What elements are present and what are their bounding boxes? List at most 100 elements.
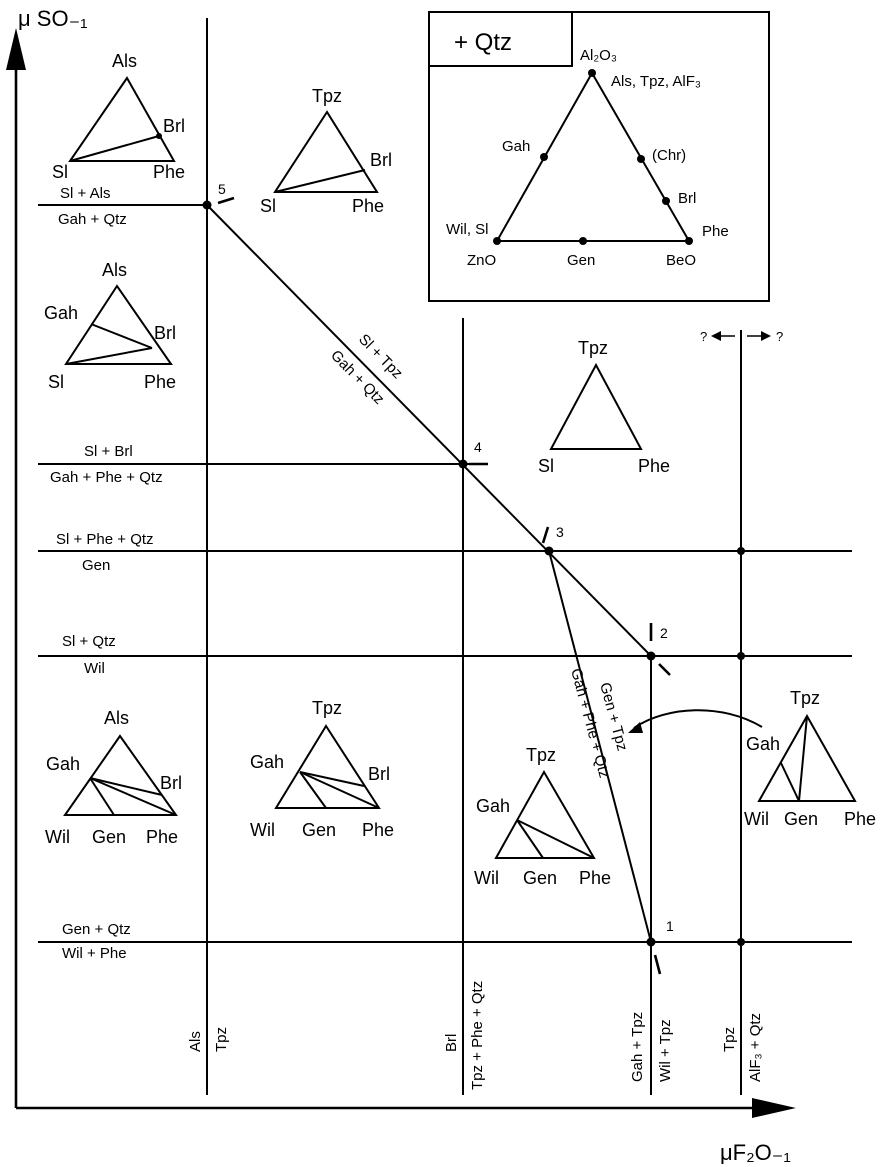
svg-text:Gen: Gen (302, 820, 336, 840)
boundary-diagonal-main (206, 204, 652, 657)
invariant-point-2 (646, 651, 656, 661)
y-axis-label: μ SO₋₁ (18, 6, 88, 31)
label-gen: Gen (82, 557, 110, 574)
label-v-alf3-qtz: AlF₃ + Qtz (747, 1013, 764, 1082)
label-v-tpz-1: Tpz (213, 1027, 230, 1052)
y-axis (6, 28, 26, 1108)
label-v-wil-tpz: Wil + Tpz (657, 1019, 674, 1082)
svg-text:Sl: Sl (48, 372, 64, 392)
curved-arrow (628, 709, 763, 733)
boundary-diagonal-steep (548, 550, 652, 943)
svg-text:Sl: Sl (52, 162, 68, 182)
label-sl-phe-qtz: Sl + Phe + Qtz (56, 531, 154, 548)
svg-text:Wil: Wil (744, 809, 769, 829)
svg-text:Tpz: Tpz (312, 698, 342, 718)
label-gah-qtz: Gah + Qtz (58, 211, 127, 228)
svg-text:Tpz: Tpz (526, 745, 556, 765)
invariant-point-3 (544, 546, 554, 556)
inset-gen: Gen (567, 252, 595, 269)
svg-text:Als: Als (112, 51, 137, 71)
label-wil: Wil (84, 660, 105, 677)
label-sl-als: Sl + Als (60, 185, 110, 202)
label-gah-phe-qtz: Gah + Phe + Qtz (50, 469, 163, 486)
x-axis-arrowhead (752, 1098, 796, 1118)
invariant-point-4 (458, 459, 468, 469)
label-v-tpz-2: Tpz (721, 1027, 738, 1052)
label-sl-qtz: Sl + Qtz (62, 633, 116, 650)
svg-text:Als: Als (104, 708, 129, 728)
x-axis (16, 1098, 796, 1118)
junction-dot (737, 652, 745, 660)
y-axis-arrowhead (6, 28, 26, 70)
point-label-1: 1 (666, 918, 674, 934)
inset-zno: ZnO (467, 252, 496, 269)
point-label-5: 5 (218, 181, 226, 197)
svg-text:Tpz: Tpz (790, 688, 820, 708)
inset-gah: Gah (502, 138, 530, 155)
compatibility-triangle-6: Tpz Gah Brl Wil Gen Phe (250, 698, 394, 840)
uncertainty-arrows: ? ? (700, 329, 783, 344)
svg-text:Gen: Gen (523, 868, 557, 888)
svg-text:Sl: Sl (538, 456, 554, 476)
label-v-tpz-phe-qtz: Tpz + Phe + Qtz (469, 981, 486, 1090)
svg-text:Sl: Sl (260, 196, 276, 216)
svg-text:Gah: Gah (476, 796, 510, 816)
inset-phe: Phe (702, 223, 729, 240)
compatibility-triangle-7: Tpz Gah Wil Gen Phe (474, 745, 611, 888)
junction-dot (737, 938, 745, 946)
label-gen-qtz: Gen + Qtz (62, 921, 131, 938)
label-v-als: Als (187, 1031, 204, 1052)
point-label-4: 4 (474, 439, 482, 455)
inset-apex: Al₂O₃ (580, 47, 617, 64)
svg-text:Brl: Brl (368, 764, 390, 784)
svg-text:Brl: Brl (160, 773, 182, 793)
svg-text:Brl: Brl (163, 116, 185, 136)
inset-chr: (Chr) (652, 147, 686, 164)
inset-wil-sl: Wil, Sl (446, 221, 489, 238)
svg-text:Gah: Gah (46, 754, 80, 774)
svg-text:Tpz: Tpz (578, 338, 608, 358)
svg-text:Gah: Gah (250, 752, 284, 772)
compatibility-triangle-4: Tpz Sl Phe (538, 338, 670, 476)
question-mark-right: ? (776, 329, 783, 344)
point-label-2: 2 (660, 625, 668, 641)
inset-apex-note: Als, Tpz, AlF₃ (611, 73, 701, 90)
svg-text:Gah: Gah (746, 734, 780, 754)
svg-text:Phe: Phe (362, 820, 394, 840)
svg-text:Wil: Wil (474, 868, 499, 888)
label-wil-phe: Wil + Phe (62, 945, 127, 962)
question-mark-left: ? (700, 329, 707, 344)
compatibility-triangle-3: Als Gah Brl Sl Phe (44, 260, 176, 392)
inset-beo: BeO (666, 252, 696, 269)
inset-brl: Brl (678, 190, 696, 207)
svg-text:Tpz: Tpz (312, 86, 342, 106)
svg-text:Wil: Wil (45, 827, 70, 847)
svg-text:Als: Als (102, 260, 127, 280)
compatibility-triangle-1: Als Brl Sl Phe (52, 51, 185, 182)
invariant-point-5 (202, 200, 212, 210)
svg-text:Phe: Phe (144, 372, 176, 392)
svg-text:Phe: Phe (844, 809, 876, 829)
svg-text:Wil: Wil (250, 820, 275, 840)
invariant-point-1 (646, 937, 656, 947)
svg-text:Phe: Phe (579, 868, 611, 888)
junction-dot (737, 547, 745, 555)
point-label-3: 3 (556, 524, 564, 540)
inset-qtz-panel: + Qtz Al₂O₃ Als, Tpz, AlF₃ Gah (Chr) Brl… (428, 11, 770, 302)
compatibility-triangle-5: Als Gah Brl Wil Gen Phe (45, 708, 182, 847)
svg-text:Phe: Phe (638, 456, 670, 476)
svg-text:Brl: Brl (154, 323, 176, 343)
x-axis-label: μF₂O₋₁ (720, 1140, 791, 1165)
svg-text:Gen: Gen (784, 809, 818, 829)
svg-text:Gah: Gah (44, 303, 78, 323)
compatibility-triangle-8: Tpz Gah Wil Gen Phe (744, 688, 876, 829)
svg-text:Phe: Phe (352, 196, 384, 216)
inset-title: + Qtz (454, 29, 512, 56)
label-v-gah-tpz: Gah + Tpz (629, 1012, 646, 1082)
label-v-brl: Brl (443, 1034, 460, 1052)
compatibility-triangle-2: Tpz Brl Sl Phe (260, 86, 392, 216)
label-sl-brl: Sl + Brl (84, 443, 133, 460)
svg-text:Phe: Phe (146, 827, 178, 847)
metastable-extensions (217, 196, 671, 975)
